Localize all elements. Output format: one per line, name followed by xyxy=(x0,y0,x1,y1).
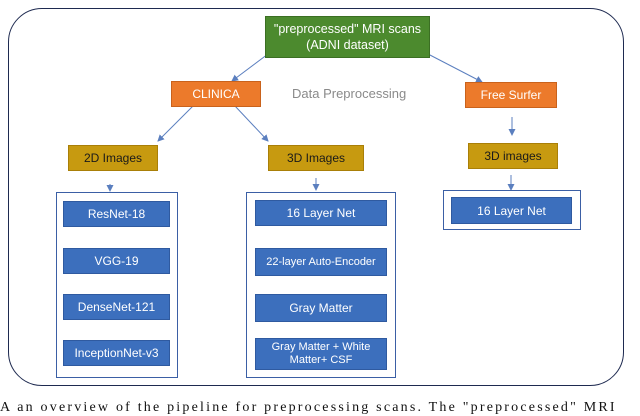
model-label: 16 Layer Net xyxy=(477,203,546,218)
arrow-source-to-clinica xyxy=(231,53,269,82)
image-type-label-2d: 2D Images xyxy=(83,151,143,165)
image-type-box-2d: 2D Images xyxy=(68,145,158,171)
diagram-frame xyxy=(8,8,624,386)
model-box-2d: VGG-19 xyxy=(63,248,170,274)
model-label: ResNet-18 xyxy=(87,207,146,221)
image-type-box-3d: 3D Images xyxy=(268,145,364,171)
model-box-3d-freesurfer: 16 Layer Net xyxy=(451,197,572,224)
tool-box-clinica: CLINICA xyxy=(171,81,261,107)
model-box-2d: InceptionNet-v3 xyxy=(63,340,170,366)
image-type-label-3d: 3D Images xyxy=(286,151,346,165)
model-box-3d: 16 Layer Net xyxy=(255,200,387,226)
section-label: Data Preprocessing xyxy=(292,86,407,101)
model-label: VGG-19 xyxy=(94,254,139,268)
models-3d-freesurfer-group xyxy=(443,190,581,230)
image-type-label-3d-freesurfer: 3D images xyxy=(484,149,542,163)
model-box-3d: 22-layer Auto-Encoder xyxy=(255,248,387,276)
models-2d-group xyxy=(56,192,178,378)
arrow-clinica-to-2d xyxy=(157,105,194,142)
tool-label-clinica: CLINICA xyxy=(192,87,240,101)
model-box-2d: DenseNet-121 xyxy=(63,294,170,320)
model-label: Gray Matter + White Matter+ CSF xyxy=(271,341,371,366)
models-3d-clinica-group xyxy=(246,192,396,378)
model-box-2d: ResNet-18 xyxy=(63,201,170,227)
model-label: 16 Layer Net xyxy=(286,206,356,220)
tool-label-freesurfer: Free Surfer xyxy=(480,88,542,102)
model-box-3d: Gray Matter xyxy=(255,294,387,322)
source-box: "preprocessed" MRI scans (ADNI dataset) xyxy=(265,16,430,58)
model-label: Gray Matter xyxy=(289,301,353,315)
arrow-clinica-to-3d xyxy=(234,105,269,142)
model-label: 22-layer Auto-Encoder xyxy=(266,256,376,268)
tool-box-freesurfer: Free Surfer xyxy=(465,82,557,108)
figure-caption: A an overview of the pipeline for prepro… xyxy=(0,400,617,415)
arrow-source-to-freesurfer xyxy=(427,53,483,83)
source-label: "preprocessed" MRI scans (ADNI dataset) xyxy=(273,22,422,52)
model-label: InceptionNet-v3 xyxy=(74,346,159,360)
model-label: DenseNet-121 xyxy=(77,300,156,314)
model-box-3d: Gray Matter + White Matter+ CSF xyxy=(255,338,387,370)
image-type-box-3d-freesurfer: 3D images xyxy=(468,143,558,169)
